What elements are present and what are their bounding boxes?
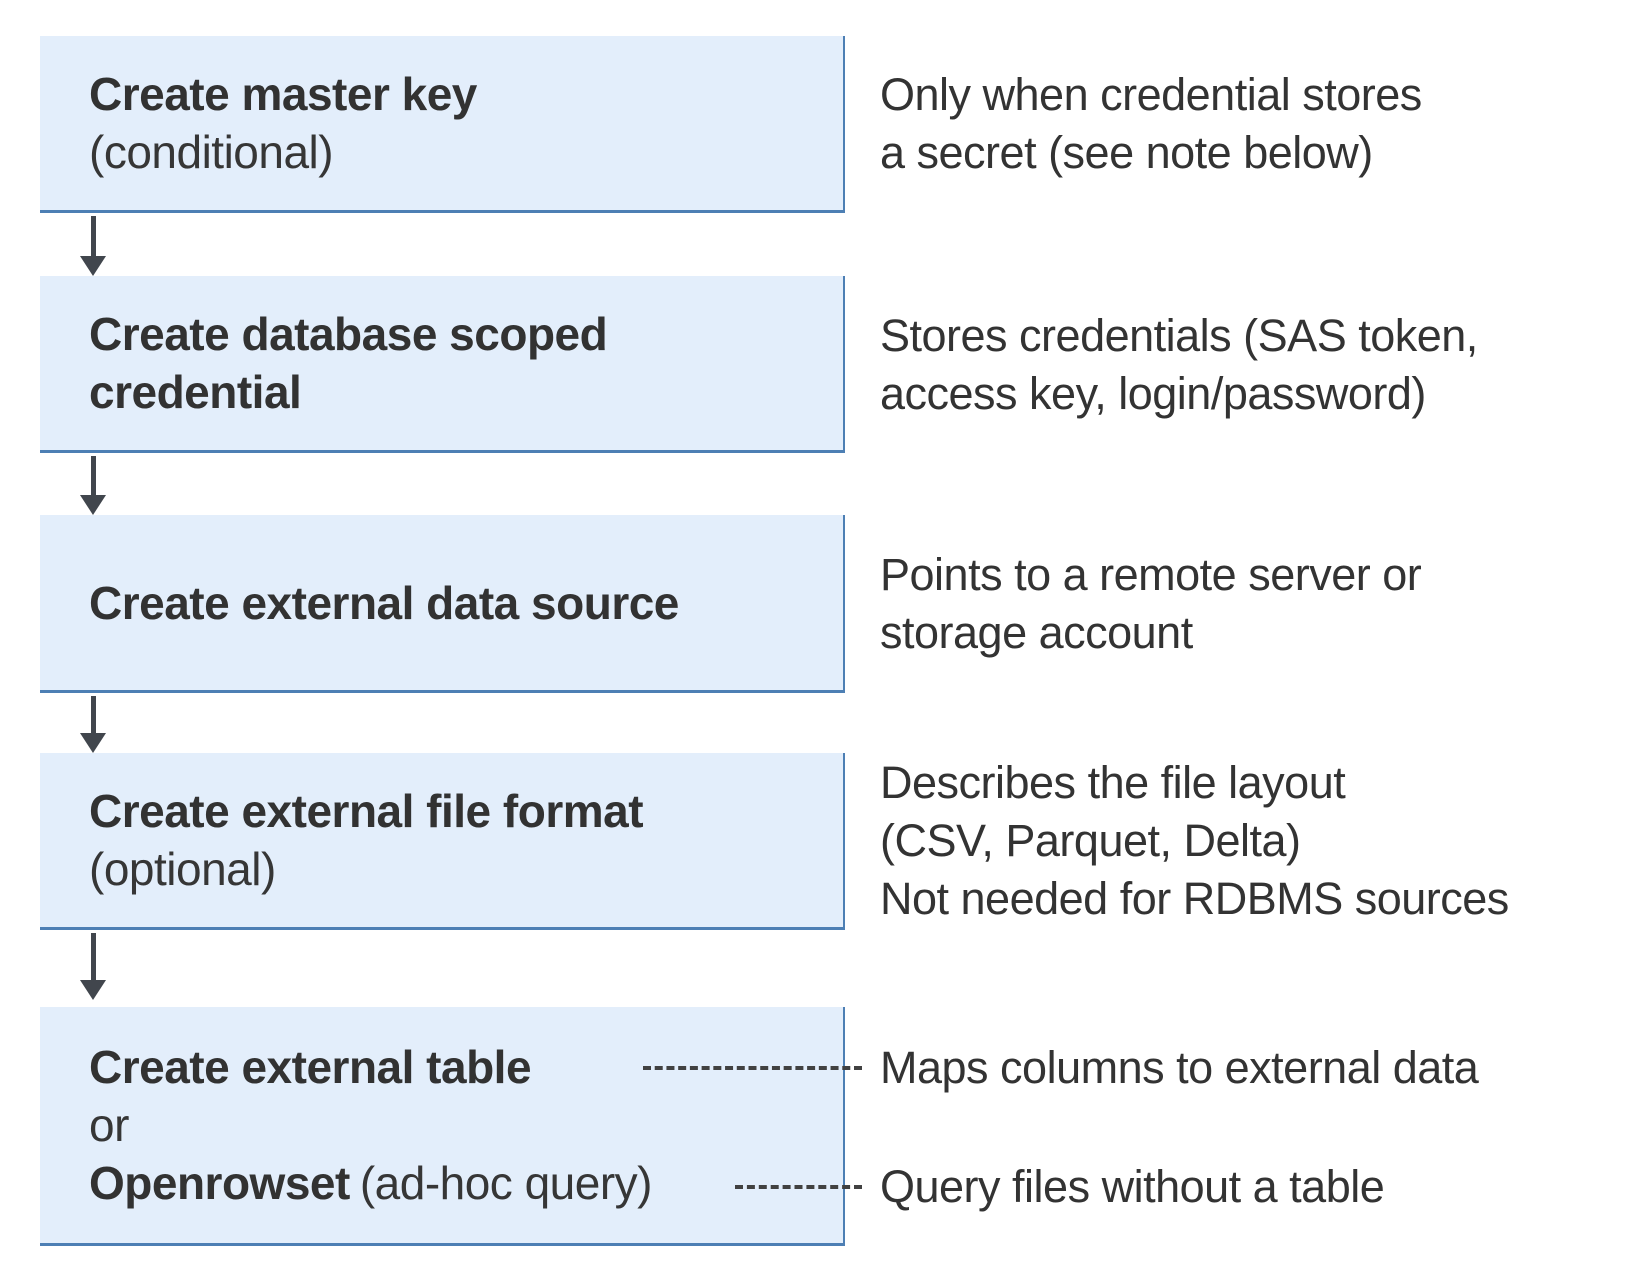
note-line: Describes the file layout xyxy=(880,757,1346,808)
note-external-table: Maps columns to external data xyxy=(880,1039,1479,1097)
adhoc-query-label: (ad-hoc query) xyxy=(359,1157,653,1209)
note-line: Stores credentials (SAS token, xyxy=(880,310,1478,361)
note-line: Points to a remote server or xyxy=(880,549,1422,600)
step-box-create-database-scoped-credential: Create database scoped credential xyxy=(40,276,845,453)
step-title: Create external table xyxy=(89,1041,532,1093)
note-line: access key, login/password) xyxy=(880,368,1426,419)
arrow-head xyxy=(80,980,106,1000)
step-box-create-external-file-format: Create external file format (optional) xyxy=(40,753,845,930)
dashed-connector-openrowset xyxy=(735,1185,862,1189)
arrow-stem xyxy=(90,456,96,495)
arrow-head xyxy=(80,256,106,276)
step-title-openrowset: Openrowset(ad-hoc query) xyxy=(89,1154,843,1212)
note-openrowset: Query files without a table xyxy=(880,1158,1385,1216)
note-line: Query files without a table xyxy=(880,1161,1385,1212)
step-box-create-external-data-source: Create external data source xyxy=(40,515,845,693)
arrow-stem xyxy=(90,696,96,733)
dashed-connector-external-table xyxy=(643,1066,862,1070)
step-or-label: or xyxy=(89,1099,129,1151)
note-line: Maps columns to external data xyxy=(880,1042,1479,1093)
note-line: a secret (see note below) xyxy=(880,127,1373,178)
step-box-create-master-key: Create master key (conditional) xyxy=(40,36,845,213)
step-qualifier: (conditional) xyxy=(89,126,334,178)
note-master-key: Only when credential stores a secret (se… xyxy=(880,66,1422,182)
note-external-file-format: Describes the file layout (CSV, Parquet,… xyxy=(880,754,1509,928)
note-line: Not needed for RDBMS sources xyxy=(880,873,1509,924)
note-line: (CSV, Parquet, Delta) xyxy=(880,815,1301,866)
openrowset-label: Openrowset xyxy=(89,1157,350,1209)
step-title-line: Create database scoped xyxy=(89,308,608,360)
step-qualifier: (optional) xyxy=(89,843,276,895)
arrow-stem xyxy=(90,216,96,256)
arrow-stem xyxy=(90,933,96,980)
step-title-line: credential xyxy=(89,366,302,418)
step-box-create-external-table-or-openrowset: Create external table or Openrowset(ad-h… xyxy=(40,1007,845,1246)
down-arrow-icon xyxy=(79,216,107,276)
arrow-head xyxy=(80,495,106,515)
note-external-data-source: Points to a remote server or storage acc… xyxy=(880,546,1422,662)
down-arrow-icon xyxy=(79,456,107,515)
note-line: Only when credential stores xyxy=(880,69,1422,120)
step-title: Create external file format xyxy=(89,785,644,837)
note-line: storage account xyxy=(880,607,1193,658)
arrow-head xyxy=(80,733,106,753)
step-title: Create master key xyxy=(89,68,477,120)
note-database-scoped-credential: Stores credentials (SAS token, access ke… xyxy=(880,307,1478,423)
step-title: Create external data source xyxy=(89,576,679,629)
down-arrow-icon xyxy=(79,933,107,1000)
down-arrow-icon xyxy=(79,696,107,753)
